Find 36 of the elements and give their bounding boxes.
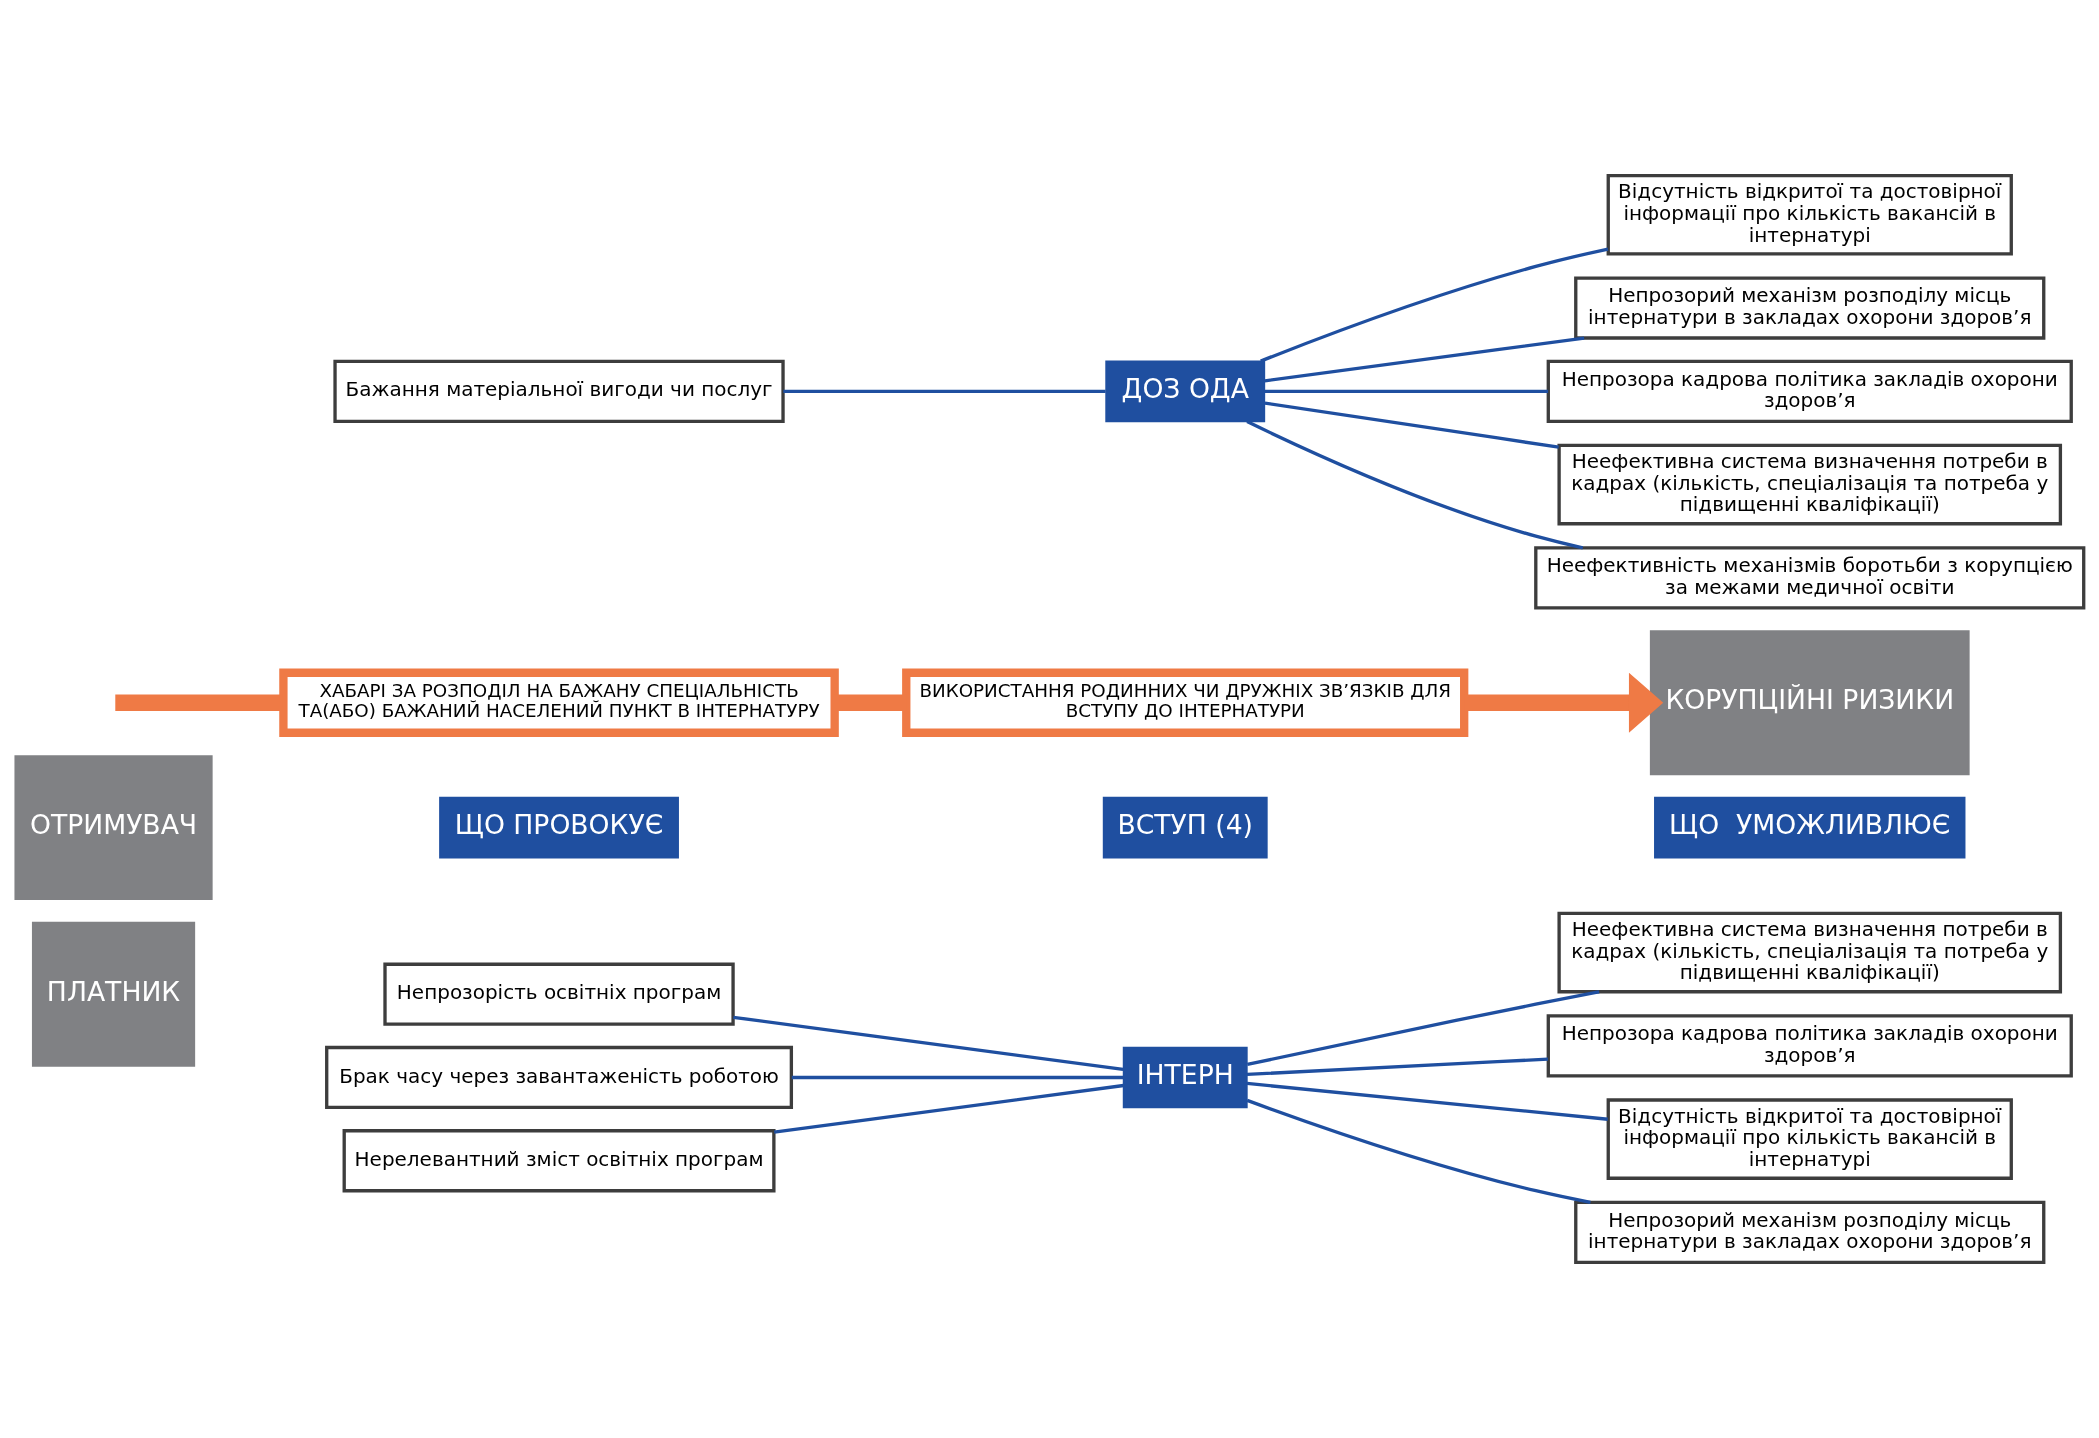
node-box: ВИКОРИСТАННЯ РОДИННИХ ЧИ ДРУЖНІХ ЗВ’ЯЗКІВ ДЛЯ ВСТУПУ ДО ІНТЕРНАТУРИ: [902, 668, 1469, 737]
node-box: Непрозора кадрова політика закладів охорони здоров’я: [1546, 359, 2073, 423]
connector: [1260, 247, 1609, 363]
node-box: ДОЗ ОДА: [1105, 360, 1266, 423]
node-box: Непрозора кадрова політика закладів охорони здоров’я: [1546, 1014, 2073, 1078]
connector: [1246, 1057, 1549, 1077]
node-box: Неефективна система визначення потреби в кадрах (кількість, спеціалізація та потреба у підвищенні кваліфікації): [1557, 911, 2063, 994]
connector: [773, 1083, 1124, 1134]
connector: [1247, 990, 1600, 1067]
node-box: Неефективна система визначення потреби в кадрах (кількість, спеціалізація та потреба у підвищенні кваліфікації): [1557, 443, 2063, 526]
connector: [1246, 1081, 1608, 1121]
node-box: Відсутність відкритої та достовірної інформації про кількість вакансій в інтернатурі: [1606, 1098, 2013, 1180]
node-box: Нерелевантний зміст освітніх програм: [342, 1129, 776, 1193]
connector: [1264, 336, 1585, 383]
connector: [1264, 389, 1549, 393]
node-box: ПЛАТНИК: [31, 921, 196, 1067]
node-box: ХАБАРІ ЗА РОЗПОДІЛ НА БАЖАНУ СПЕЦІАЛЬНІСТЬ ТА(АБО) БАЖАНИЙ НАСЕЛЕНИЙ ПУНКТ В ІНТЕРНАТУРУ: [279, 668, 839, 737]
node-box: ОТРИМУВАЧ: [14, 755, 213, 901]
node-box: ЩО УМОЖЛИВЛЮЄ: [1654, 796, 1966, 859]
node-box: ВСТУП (4): [1102, 796, 1268, 859]
node-box: КОРУПЦІЙНІ РИЗИКИ: [1649, 630, 1970, 776]
node-box: Непрозорий механізм розподілу місць інтернатури в закладах охорони здоров’я: [1574, 276, 2046, 340]
connector: [791, 1075, 1124, 1080]
node-box: Непрозорий механізм розподілу місць інтернатури в закладах охорони здоров’я: [1574, 1200, 2046, 1264]
node-box: Відсутність відкритої та достовірної інформації про кількість вакансій в інтернатурі: [1606, 174, 2013, 256]
node-box: ЩО ПРОВОКУЄ: [439, 796, 679, 859]
node-box: Непрозорість освітніх програм: [383, 962, 735, 1026]
node-box: Неефективність механізмів боротьби з корупцією за межами медичної освіти: [1534, 546, 2086, 610]
connector: [1264, 401, 1559, 449]
connector: [115, 694, 283, 712]
node-box: Брак часу через завантаженість роботою: [325, 1045, 794, 1110]
connector: [733, 1015, 1124, 1072]
node-box: ІНТЕРН: [1122, 1046, 1248, 1109]
connector: [783, 389, 1106, 393]
node-box: Бажання матеріальної вигоди чи послуг: [333, 359, 785, 423]
connector: [1246, 1098, 1591, 1204]
